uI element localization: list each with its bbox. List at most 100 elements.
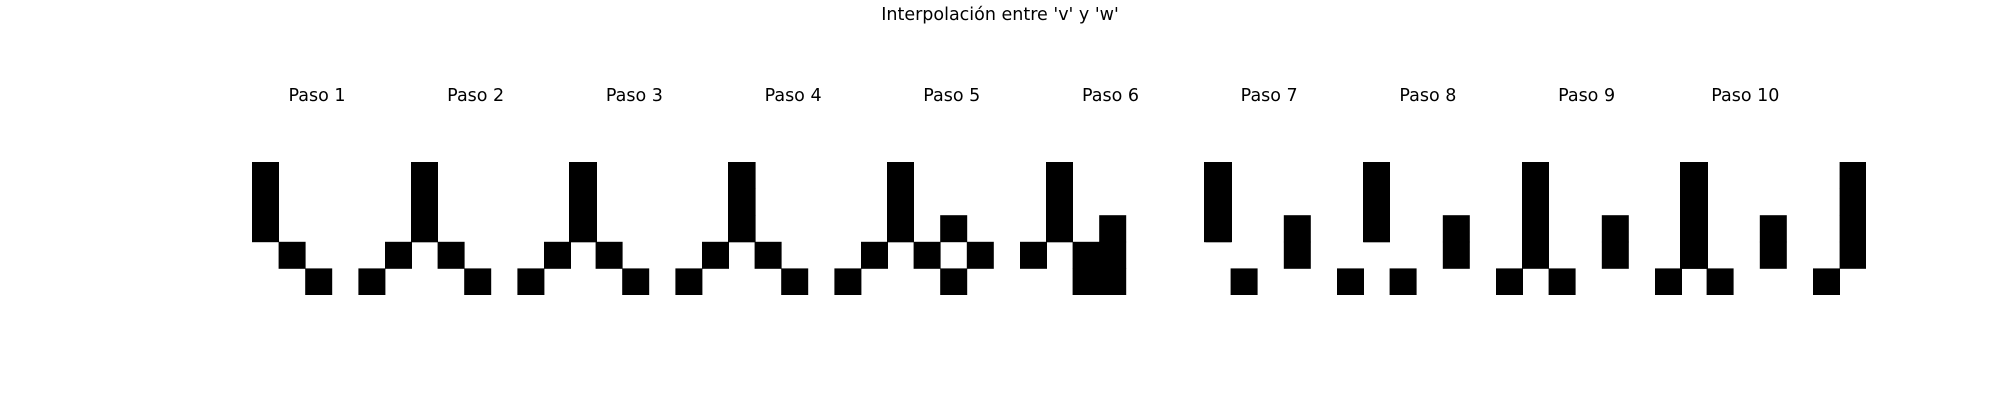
filled-pixel xyxy=(1045,162,1073,189)
step-panel-7: Paso 7 xyxy=(1184,85,1391,305)
filled-pixel xyxy=(939,215,967,243)
filled-pixel xyxy=(861,241,889,269)
filled-pixel xyxy=(278,241,306,269)
filled-pixel xyxy=(1760,215,1788,243)
filled-pixel xyxy=(675,268,703,295)
step-panel-4: Paso 4 xyxy=(708,85,915,305)
filled-pixel xyxy=(1760,241,1788,269)
filled-pixel xyxy=(1442,215,1470,243)
filled-pixel xyxy=(834,268,862,295)
filled-pixel xyxy=(517,268,545,295)
filled-pixel xyxy=(1098,268,1126,295)
filled-pixel xyxy=(569,188,597,216)
filled-pixel xyxy=(252,188,279,216)
filled-pixel xyxy=(1521,188,1549,216)
filled-pixel xyxy=(728,188,756,216)
pixel-grid-svg xyxy=(728,162,915,295)
filled-pixel xyxy=(410,188,438,216)
pixel-grid xyxy=(252,162,439,295)
filled-pixel xyxy=(1839,162,1867,189)
pixel-grid xyxy=(1204,162,1391,295)
filled-pixel xyxy=(1337,268,1365,295)
filled-pixel xyxy=(1204,162,1232,189)
step-panel-10: Paso 10 xyxy=(1660,85,1867,305)
filled-pixel xyxy=(1362,215,1390,243)
filled-pixel xyxy=(939,268,967,295)
filled-pixel xyxy=(1521,215,1549,243)
filled-pixel xyxy=(886,215,914,243)
pixel-grid-svg xyxy=(1680,162,1867,295)
filled-pixel xyxy=(1839,241,1867,269)
filled-pixel xyxy=(1098,215,1126,243)
filled-pixel xyxy=(1389,268,1417,295)
filled-pixel xyxy=(569,215,597,243)
filled-pixel xyxy=(1548,268,1576,295)
filled-pixel xyxy=(543,241,571,269)
step-panel-5: Paso 5 xyxy=(867,85,1073,305)
step-panel-6: Paso 6 xyxy=(1026,85,1232,305)
step-panel-3: Paso 3 xyxy=(549,85,756,305)
filled-pixel xyxy=(1362,162,1390,189)
filled-pixel xyxy=(305,268,333,295)
pixel-grid xyxy=(1680,162,1867,295)
filled-pixel xyxy=(1680,188,1708,216)
filled-pixel xyxy=(1098,241,1126,269)
filled-pixel xyxy=(1019,241,1047,269)
filled-pixel xyxy=(1706,268,1734,295)
filled-pixel xyxy=(1072,268,1100,295)
step-title: Paso 3 xyxy=(605,86,663,106)
filled-pixel xyxy=(1204,188,1232,216)
filled-pixel xyxy=(913,241,941,269)
filled-pixel xyxy=(410,162,438,189)
filled-pixel xyxy=(1521,241,1549,269)
filled-pixel xyxy=(1521,162,1549,189)
filled-pixel xyxy=(728,162,756,189)
step-panel-1: Paso 1 xyxy=(232,85,439,305)
filled-pixel xyxy=(252,162,279,189)
filled-pixel xyxy=(385,241,412,269)
filled-pixel xyxy=(1283,215,1311,243)
pixel-grid xyxy=(1045,162,1232,295)
step-title: Paso 4 xyxy=(764,86,822,106)
step-panel-2: Paso 2 xyxy=(391,85,597,305)
filled-pixel xyxy=(1654,268,1682,295)
figure-title: Interpolación entre 'v' y 'w' xyxy=(881,5,1119,25)
filled-pixel xyxy=(781,268,809,295)
filled-pixel xyxy=(1680,215,1708,243)
filled-pixel xyxy=(1839,188,1867,216)
pixel-grid xyxy=(886,162,1073,295)
step-title: Paso 6 xyxy=(1081,86,1139,106)
filled-pixel xyxy=(702,241,730,269)
filled-pixel xyxy=(622,268,650,295)
filled-pixel xyxy=(886,188,914,216)
step-title: Paso 8 xyxy=(1399,86,1457,106)
filled-pixel xyxy=(1072,241,1100,269)
filled-pixel xyxy=(1283,241,1311,269)
filled-pixel xyxy=(1230,268,1258,295)
filled-pixel xyxy=(1442,241,1470,269)
filled-pixel xyxy=(754,241,782,269)
filled-pixel xyxy=(1680,162,1708,189)
filled-pixel xyxy=(1495,268,1523,295)
filled-pixel xyxy=(410,215,438,243)
pixel-grid xyxy=(410,162,597,295)
step-title: Paso 5 xyxy=(923,86,981,106)
filled-pixel xyxy=(966,241,994,269)
filled-pixel xyxy=(569,162,597,189)
filled-pixel xyxy=(728,215,756,243)
filled-pixel xyxy=(1680,241,1708,269)
step-title: Paso 9 xyxy=(1558,86,1616,106)
pixel-grid xyxy=(728,162,915,295)
step-title: Paso 7 xyxy=(1240,86,1298,106)
filled-pixel xyxy=(1045,188,1073,216)
filled-pixel xyxy=(1601,241,1629,269)
filled-pixel xyxy=(358,268,386,295)
step-title: Paso 1 xyxy=(288,86,346,106)
filled-pixel xyxy=(1362,188,1390,216)
filled-pixel xyxy=(1204,215,1232,243)
filled-pixel xyxy=(252,215,279,243)
step-title: Paso 2 xyxy=(447,86,505,106)
filled-pixel xyxy=(437,241,465,269)
pixel-grid xyxy=(1521,162,1708,295)
filled-pixel xyxy=(1045,215,1073,243)
